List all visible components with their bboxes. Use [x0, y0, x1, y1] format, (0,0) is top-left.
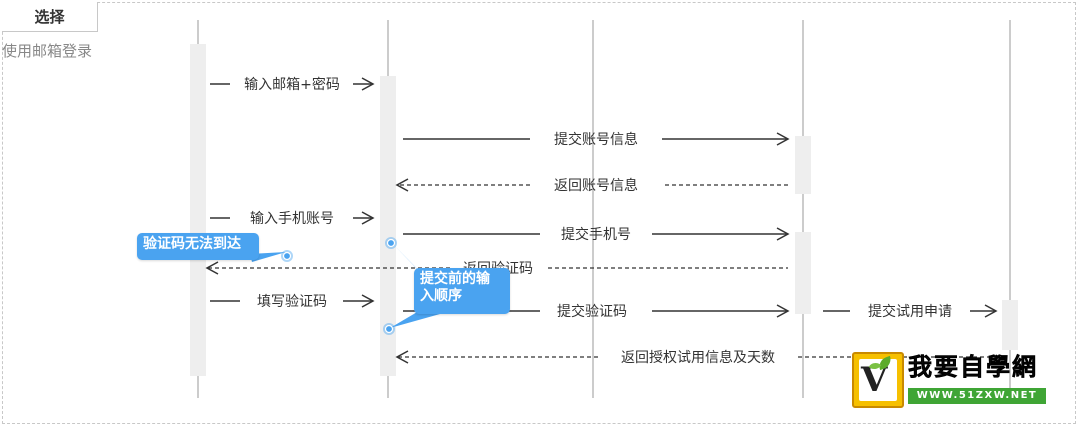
- callout-anchor-dot: [384, 324, 394, 334]
- callout-connectors: [250, 237, 440, 335]
- message-label: 提交账号信息: [554, 131, 638, 148]
- activation-bar: [795, 232, 811, 314]
- message-label: 提交验证码: [557, 303, 627, 320]
- callout-input-order: 提交前的输 入顺序: [414, 268, 510, 314]
- message-label: 提交手机号: [561, 226, 631, 243]
- alt-fragment-guard: 使用邮箱登录: [2, 42, 93, 60]
- callout-anchor-dot: [386, 238, 396, 248]
- activation-bar: [795, 136, 811, 194]
- watermark-logo: V 我要自學網 WWW.51ZXW.NET: [852, 352, 1048, 410]
- messages: 输入邮箱+密码 提交账号信息 返回账号信息 输入手机账号 提交手机号 返回验证码: [205, 76, 1000, 366]
- callout-anchor-dot: [282, 251, 292, 261]
- message-label: 输入手机账号: [250, 211, 334, 227]
- watermark-url: WWW.51ZXW.NET: [908, 388, 1046, 404]
- watermark-title: 我要自學網: [908, 353, 1038, 382]
- callout-text-line1: 提交前的输: [420, 271, 490, 287]
- message-label: 填写验证码: [257, 294, 327, 310]
- activations: [190, 44, 1018, 376]
- activation-bar: [1002, 300, 1018, 350]
- callout-unreachable-code: 验证码无法到达: [137, 233, 259, 260]
- message-label: 输入邮箱+密码: [244, 76, 340, 93]
- message-label: 返回账号信息: [554, 177, 638, 194]
- message-label: 返回授权试用信息及天数: [621, 349, 775, 366]
- logo-badge-icon: V: [852, 352, 904, 408]
- message-label: 提交试用申请: [868, 303, 952, 320]
- alt-fragment-operator: 选择: [2, 2, 98, 32]
- activation-bar: [380, 76, 396, 376]
- callout-text-line2: 入顺序: [420, 288, 462, 304]
- callout-pointer: [250, 252, 286, 262]
- callout-text: 验证码无法到达: [143, 236, 241, 252]
- activation-bar: [190, 44, 206, 376]
